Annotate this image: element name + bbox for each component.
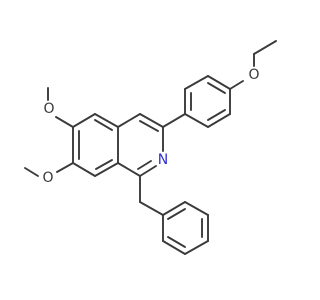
bond-c3-ar [162, 113, 186, 128]
bond-ar-f [184, 113, 209, 128]
atom-labels: N O O O [42, 67, 259, 186]
bond-ar-b [184, 75, 209, 90]
molecule-structure-diagram: N O O O [24, 40, 277, 255]
bond-c3-c4 [139, 113, 164, 128]
bond-c5-c6 [72, 113, 96, 128]
atom-nitrogen: N [158, 152, 168, 168]
bond-ph1-b [184, 201, 209, 216]
oxygen-6-methoxy-label: O [43, 101, 54, 117]
bond-ch2-ph [139, 201, 164, 216]
bond-ar-o [229, 80, 244, 90]
bond-ar-c [207, 75, 231, 90]
bond-ph1-a [162, 201, 186, 216]
bond-c4a-c5 [94, 113, 119, 128]
bond-c3-c4-inner [139, 120, 159, 132]
bond-c8-c8a-inner [95, 159, 113, 170]
bond-c7-c8 [72, 162, 96, 177]
bond-c4-c4a [117, 113, 141, 128]
bond-ph1-e-inner [167, 236, 186, 248]
bond-c1-c8a [117, 162, 141, 177]
bond-c6-o6 [55, 116, 74, 128]
atom-oxygen-7-methoxy: O [42, 170, 53, 186]
bond-c7-o7 [56, 162, 74, 173]
bond-c4a-c5-inner [94, 119, 113, 131]
bond-ar-c-inner [207, 82, 226, 94]
bond-n2-c1-inner [137, 160, 152, 170]
bonds [24, 40, 277, 255]
bond-ar-e-inner [207, 109, 226, 121]
bond-ph1-a-inner [167, 208, 186, 220]
bond-c8-c8a [94, 162, 119, 177]
bond-o7-ch3 [24, 167, 39, 177]
atom-oxygen-6-methoxy: O [43, 101, 54, 117]
bond-ch2-ch3 [253, 40, 277, 55]
bond-n2-c1 [139, 165, 157, 177]
oxygen-7-methoxy-label: O [42, 170, 53, 186]
oxygen-ethoxy-label: O [248, 67, 259, 83]
bond-ph1-d [184, 240, 209, 255]
bond-ar-e [207, 113, 231, 128]
atom-oxygen-ethoxy: O [248, 67, 259, 83]
bond-ph1-e [162, 240, 186, 255]
nitrogen-label: N [158, 152, 168, 168]
